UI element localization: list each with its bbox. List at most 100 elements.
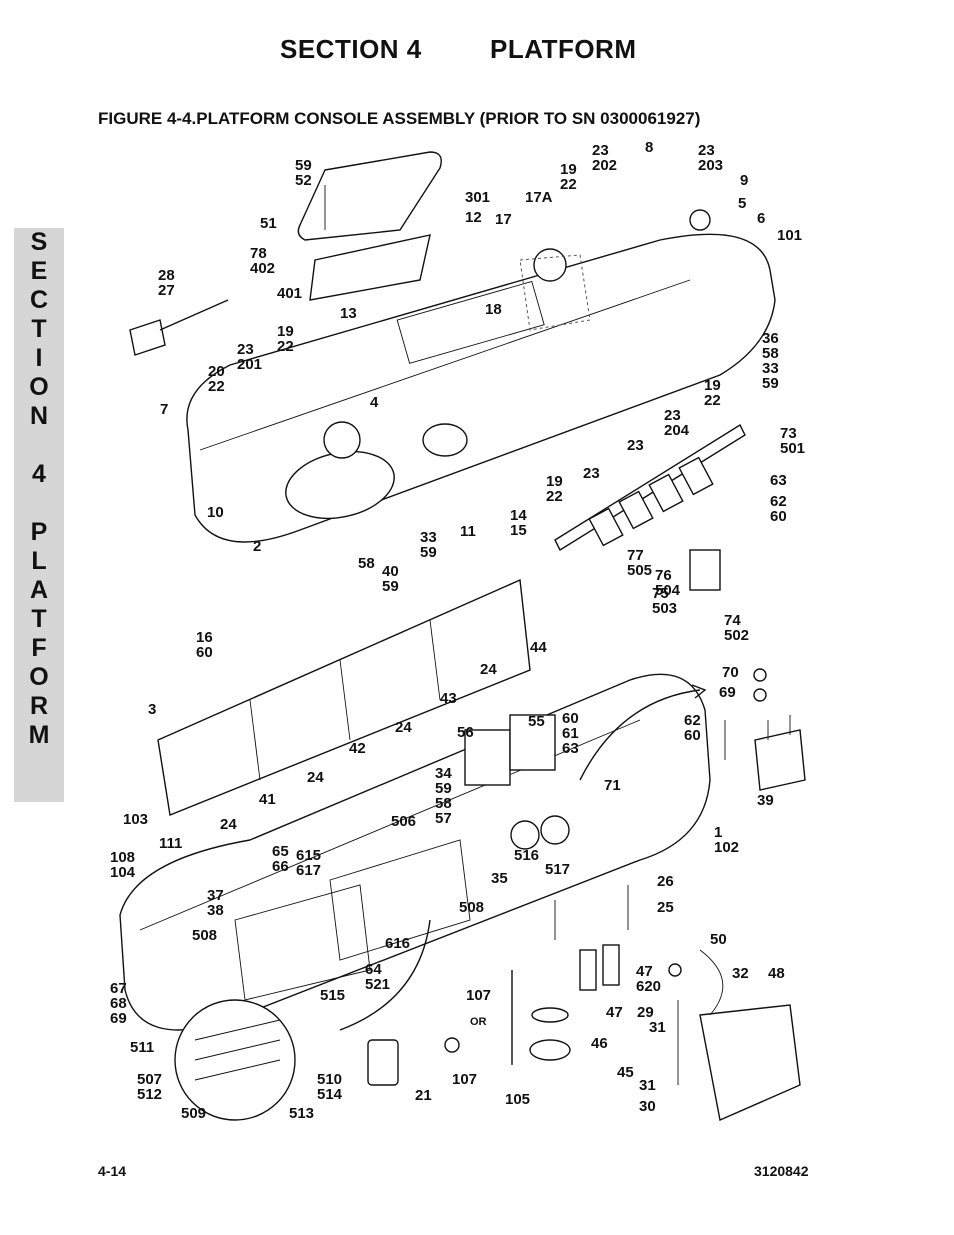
callout-label: 12 <box>465 209 482 226</box>
foot-switch <box>668 949 801 1121</box>
callout-label: 18 <box>485 301 502 318</box>
side-tab-letter: I <box>35 344 43 372</box>
side-tab-letter: C <box>29 286 49 314</box>
callout-label: 301 <box>465 189 490 206</box>
callout-label: 508 <box>192 927 217 944</box>
callout-label: 63 <box>770 472 787 489</box>
side-tab-letter: N <box>29 402 49 430</box>
callout-label: 51 <box>260 215 277 232</box>
callout-label: 9 <box>740 172 748 189</box>
callout-or-label: OR <box>470 1016 487 1028</box>
side-tab-letter: O <box>29 663 49 691</box>
callout-label: 55 <box>528 713 545 730</box>
page-number: 4-14 <box>98 1163 127 1179</box>
callout-label: 21 <box>415 1087 432 1104</box>
callout-label: 31 <box>649 1019 666 1036</box>
callout-label: 3 <box>148 701 156 718</box>
callout-label: 24 <box>395 719 412 736</box>
callout-label: 50 <box>710 931 727 948</box>
callout-label: 509 <box>181 1105 206 1122</box>
callout-label: 71 <box>604 777 621 794</box>
side-tab-letter <box>14 489 64 518</box>
callout-label: 508 <box>459 899 484 916</box>
side-tab-letter: T <box>31 605 47 633</box>
callout-label: 2 <box>253 538 261 555</box>
callout-label: 46 <box>591 1035 608 1052</box>
callout-label: 24 <box>480 661 497 678</box>
callout-label: 6 <box>757 210 765 227</box>
callout-label: 506 <box>391 813 416 830</box>
callout-label: 17 <box>495 211 512 228</box>
relay-bracket <box>554 424 746 591</box>
callout-label: 24 <box>307 769 324 786</box>
callout-label: 70 <box>722 664 739 681</box>
callout-label: 32 <box>732 965 749 982</box>
callout-label: 39 <box>757 792 774 809</box>
side-tab-letter <box>14 431 64 460</box>
callout-label: 42 <box>349 740 366 757</box>
circuit-boards <box>157 578 531 816</box>
callout-label: 58 <box>358 555 375 572</box>
side-tab-letter: T <box>31 315 47 343</box>
callout-label: 45 <box>617 1064 634 1081</box>
side-tab-letter: R <box>29 692 49 720</box>
section-name: PLATFORM <box>490 34 637 64</box>
callout-label: 17A <box>525 189 553 206</box>
side-tab-letter: S <box>30 228 48 256</box>
side-tab-letter: F <box>31 634 47 662</box>
callout-label: 105 <box>505 1091 530 1108</box>
callout-label: 111 <box>159 835 182 852</box>
callout-label: 515 <box>320 987 345 1004</box>
callout-label: 516 <box>514 847 539 864</box>
callout-label: 616 <box>385 935 410 952</box>
callout-label: 107 <box>452 1071 477 1088</box>
side-tab-letter: A <box>29 576 49 604</box>
callout-label: 513 <box>289 1105 314 1122</box>
callout-label: 29 <box>637 1004 654 1021</box>
callout-label: 10 <box>207 504 224 521</box>
display-bezel <box>297 151 442 301</box>
callout-label: 41 <box>259 791 276 808</box>
callout-label: 7 <box>160 401 168 418</box>
callout-label: 69 <box>719 684 736 701</box>
side-tab-letter: P <box>30 518 48 546</box>
callout-label: 401 <box>277 285 302 302</box>
callout-label: 11 <box>460 523 476 540</box>
console-top-cover <box>186 209 776 543</box>
callout-label: 25 <box>657 899 674 916</box>
circuit-breaker <box>579 668 806 791</box>
section-number: SECTION 4 <box>280 34 422 64</box>
callout-label: 517 <box>545 861 570 878</box>
callout-label: 13 <box>340 305 357 322</box>
callout-label: 511 <box>130 1039 154 1056</box>
side-tab-letter: O <box>29 373 49 401</box>
